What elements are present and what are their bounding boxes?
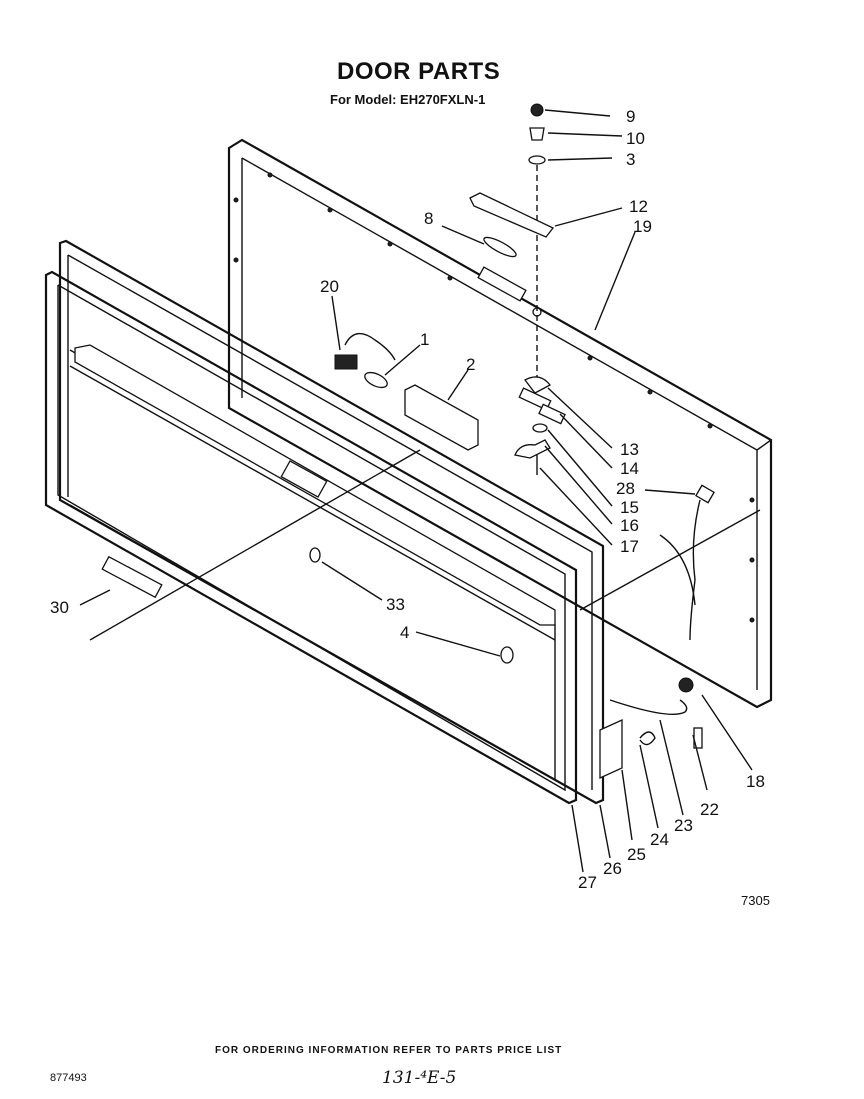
callout-33: 33 xyxy=(386,595,405,614)
callout-23: 23 xyxy=(674,816,693,835)
ordering-info-footer: FOR ORDERING INFORMATION REFER TO PARTS … xyxy=(215,1045,563,1056)
outer-door-panel xyxy=(44,270,578,805)
callout-8: 8 xyxy=(424,209,433,228)
callout-20: 20 xyxy=(320,277,339,296)
lower-hardware xyxy=(101,547,703,780)
callout-28: 28 xyxy=(616,479,635,498)
callout-1: 1 xyxy=(420,330,429,349)
callout-numbers: 9 10 3 12 19 8 20 1 2 13 14 28 15 16 17 … xyxy=(50,107,765,892)
handwritten-note: 131-⁴E-5 xyxy=(382,1068,457,1088)
callout-13: 13 xyxy=(620,440,639,459)
top-hinge-assembly xyxy=(469,103,555,380)
callout-15: 15 xyxy=(620,498,639,517)
callout-14: 14 xyxy=(620,459,639,478)
callout-4: 4 xyxy=(400,623,409,642)
callout-10: 10 xyxy=(626,129,645,148)
page-title: DOOR PARTS xyxy=(337,58,501,85)
callout-30: 30 xyxy=(50,598,69,617)
callout-27: 27 xyxy=(578,873,597,892)
wire-harness xyxy=(334,332,715,641)
callout-3: 3 xyxy=(626,150,635,169)
callout-12: 12 xyxy=(629,197,648,216)
callout-26: 26 xyxy=(603,859,622,878)
callout-16: 16 xyxy=(620,516,639,535)
door-liner-panel xyxy=(227,138,773,709)
callout-22: 22 xyxy=(700,800,719,819)
callout-18: 18 xyxy=(746,772,765,791)
leader-lines xyxy=(79,109,761,873)
callout-9: 9 xyxy=(626,107,635,126)
callout-24: 24 xyxy=(650,830,669,849)
liner-holes xyxy=(233,172,755,623)
callout-2: 2 xyxy=(466,355,475,374)
callout-25: 25 xyxy=(627,845,646,864)
model-subtitle: For Model: EH270FXLN-1 xyxy=(330,92,486,107)
bottom-hinge-assembly xyxy=(514,376,566,475)
door-gasket xyxy=(58,239,605,805)
document-number: 877493 xyxy=(50,1072,87,1084)
callout-19: 19 xyxy=(633,217,652,236)
figure-number: 7305 xyxy=(741,893,770,908)
callout-17: 17 xyxy=(620,537,639,556)
